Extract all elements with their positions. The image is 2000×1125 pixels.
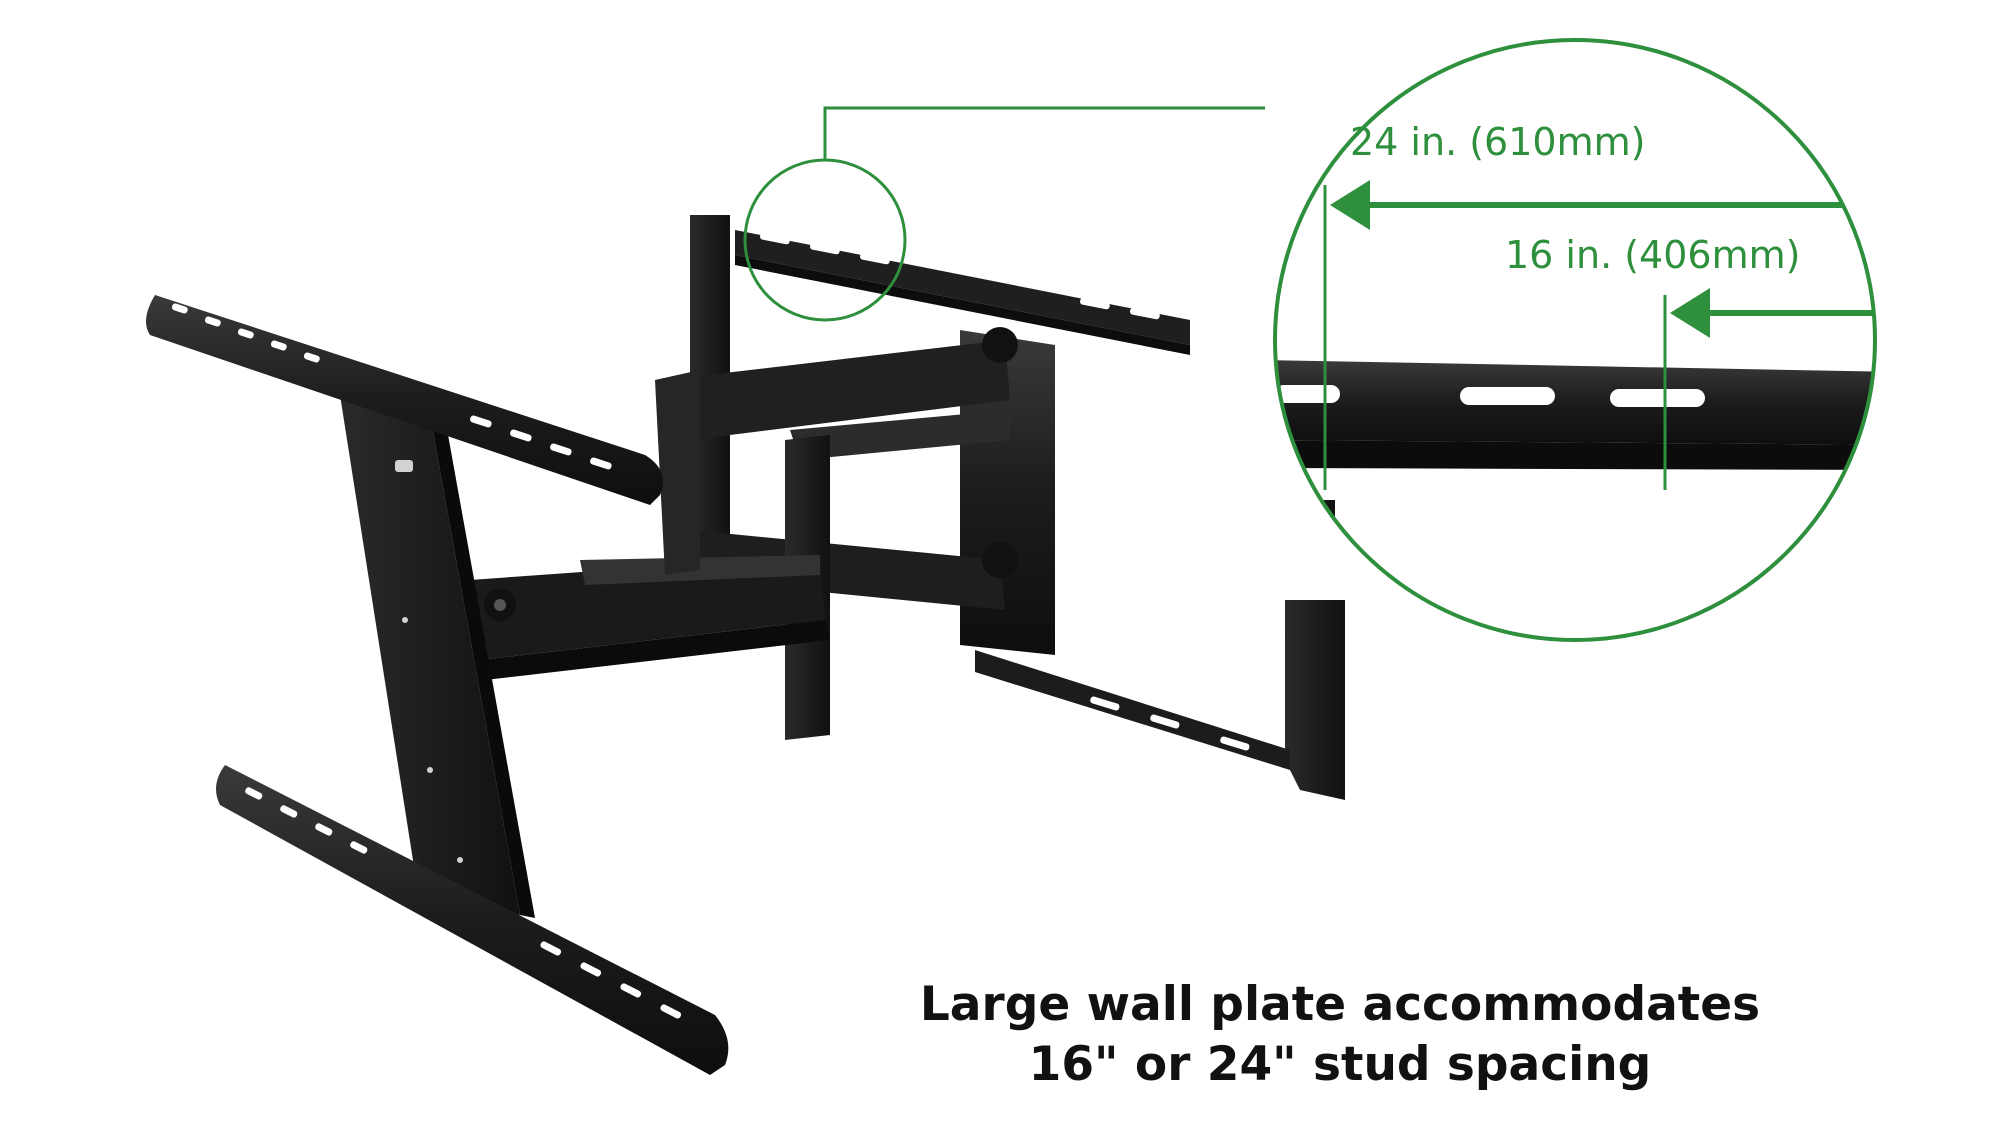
tv-wall-mount xyxy=(146,215,1345,1075)
measurement-label-24in: 24 in. (610mm) xyxy=(1350,120,1646,164)
callout-connector xyxy=(823,106,1265,160)
arrow-left-icon xyxy=(1330,180,1370,230)
feature-caption: Large wall plate accommodates 16" or 24"… xyxy=(900,975,1780,1095)
measurement-label-16in: 16 in. (406mm) xyxy=(1505,233,1801,277)
articulating-arms xyxy=(470,327,1018,740)
arrow-left-icon xyxy=(1670,288,1710,338)
wall-plate xyxy=(690,215,1345,800)
caption-line-1: Large wall plate accommodates xyxy=(919,977,1761,1032)
caption-line-2: 16" or 24" stud spacing xyxy=(1028,1037,1652,1092)
tv-bracket xyxy=(146,295,729,1075)
stud-slots xyxy=(1275,385,1705,407)
